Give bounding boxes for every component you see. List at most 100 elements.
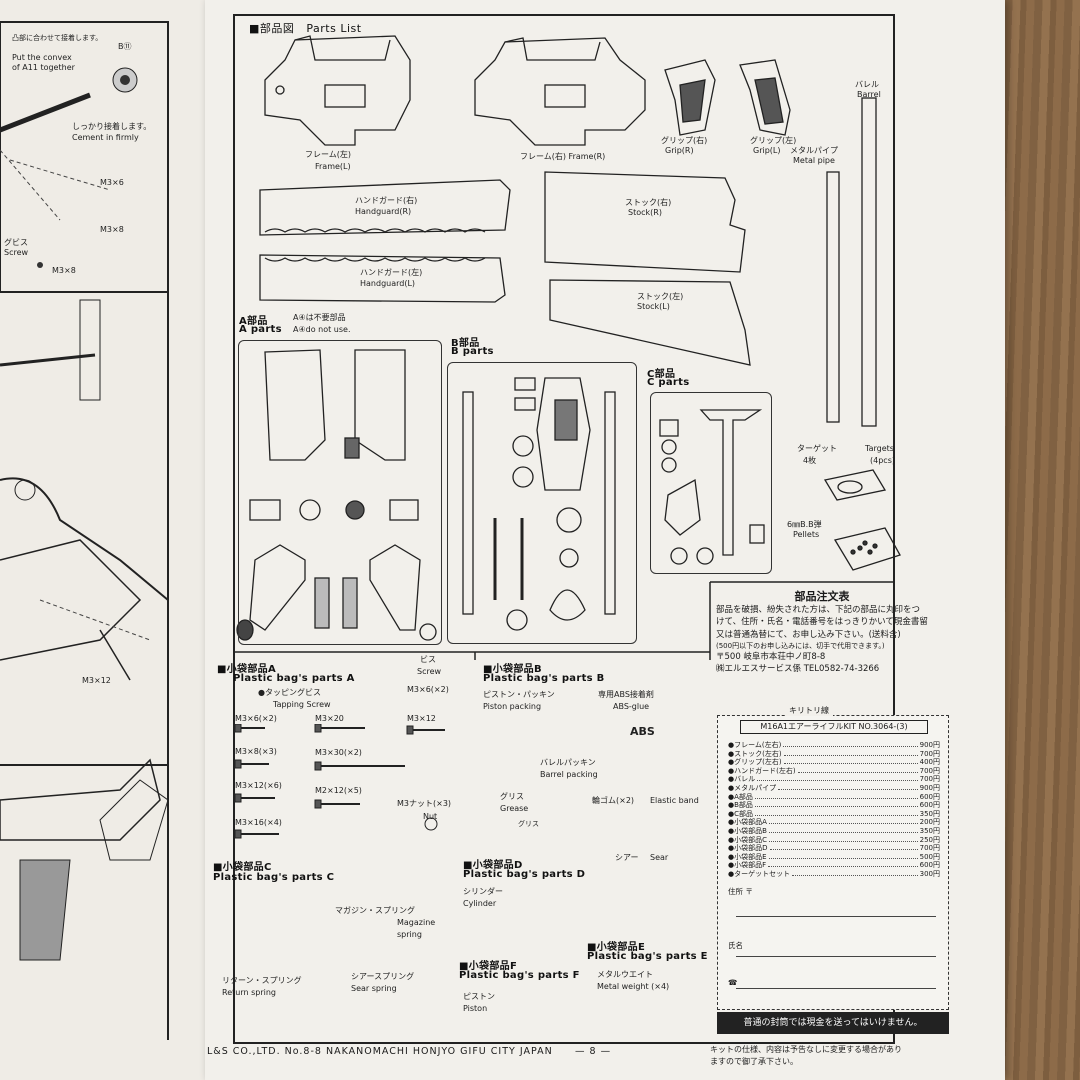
handguard-left-label-jp: ハンドガード(左): [360, 268, 423, 277]
order-coupon[interactable]: M16A1エアーライフルKIT NO.3064-(3) ●フレーム(左右)900…: [717, 715, 949, 1010]
grease-jp: グリス: [500, 792, 524, 801]
price-item-value: 700円: [919, 749, 940, 758]
grip-right-label-jp: グリップ(右): [661, 136, 708, 145]
price-row[interactable]: ●ストック(左右)700円: [728, 749, 940, 758]
order-address: 〒500 岐阜市本荘中ノ町8-8: [716, 652, 826, 663]
metal-pipe-label-en: Metal pipe: [793, 156, 835, 165]
price-leader-dots: [768, 860, 918, 868]
price-row[interactable]: ●グリップ(左右)400円: [728, 757, 940, 766]
price-row[interactable]: ●ハンドガード(左右)700円: [728, 766, 940, 775]
pellets-label-jp: 6㎜B.B弾: [787, 520, 822, 529]
address-line[interactable]: [736, 916, 936, 917]
left-note-en2: of A11 together: [12, 63, 75, 72]
handguard-right-label-en: Handguard(R): [355, 207, 412, 216]
nut-label-en: Nut: [423, 812, 438, 821]
price-row[interactable]: ●小袋部品C 250円: [728, 835, 940, 844]
name-line[interactable]: [736, 956, 936, 957]
screw-label-en: Screw: [417, 667, 442, 676]
footer-company: L&S CO.,LTD. No.8-8 NAKANOMACHI HONJYO G…: [207, 1046, 553, 1057]
elastic-band-jp: 輪ゴム(×2): [592, 796, 635, 805]
left-m3x8b: M3×8: [52, 266, 76, 275]
price-leader-dots: [754, 800, 918, 808]
b-parts-title-en: B parts: [451, 346, 494, 357]
magazine-spring-jp: マガジン・スプリング: [335, 906, 415, 915]
left-part-b11: B⑪: [118, 42, 132, 51]
targets-label-en: Targets: [865, 444, 894, 453]
piston-jp: ピストン: [463, 992, 495, 1001]
a-parts-title-en: A parts: [239, 324, 282, 335]
barrel-label-en: Barrel: [857, 90, 881, 99]
frame-left-label-jp: フレーム(左): [305, 150, 352, 159]
left-page-drawings: [0, 21, 169, 1040]
price-item-name: ●フレーム(左右): [728, 741, 782, 749]
frame-right-label: フレーム(右) Frame(R): [520, 152, 606, 161]
price-row[interactable]: ●C部品 350円: [728, 809, 940, 818]
bag-a-item-0: M3×6(×2): [235, 714, 277, 723]
price-leader-dots: [792, 869, 918, 876]
bag-f-title-en: Plastic bag's parts F: [459, 970, 580, 981]
piston-en: Piston: [463, 1004, 488, 1013]
page-title-jp: ■部品図: [249, 22, 295, 35]
kit-name-header: M16A1エアーライフルKIT NO.3064-(3): [740, 720, 928, 734]
tel-line[interactable]: [736, 988, 936, 989]
price-leader-dots: [754, 792, 918, 799]
bag-a-item-2: M3×6(×2): [407, 685, 449, 694]
cut-line-label: キリトリ線: [785, 705, 833, 716]
price-item-value: 250円: [919, 835, 940, 844]
price-leader-dots: [769, 835, 918, 842]
bag-a-item-1: M3×20: [315, 714, 344, 723]
bag-a-item-4: M3×8(×3): [235, 747, 277, 756]
price-item-value: 600円: [919, 801, 940, 810]
grip-left-label-en: Grip(L): [753, 146, 781, 155]
price-leader-dots: [768, 852, 918, 859]
footer-disclaimer-2: ますので御了承下さい。: [710, 1057, 798, 1066]
bag-c-title-jp: ■小袋部品C: [213, 862, 272, 873]
bag-a-screws: [235, 724, 445, 839]
magazine-spring-en2: spring: [397, 930, 422, 939]
page-title: ■部品図 Parts List: [249, 20, 362, 36]
cylinder-jp: シリンダー: [463, 887, 503, 896]
targets-count-en: (4pcs): [870, 456, 895, 465]
screw-label-jp: ビス: [420, 655, 436, 664]
tel-label: ☎: [728, 978, 738, 987]
bag-c-title-en: Plastic bag's parts C: [213, 872, 335, 883]
price-item-name: ●小袋部品F: [728, 861, 767, 870]
bag-d-title-jp: ■小袋部品D: [463, 860, 523, 871]
left-screw-jp: グビス: [4, 238, 28, 247]
bag-b-title-jp: ■小袋部品B: [483, 664, 542, 675]
left-m3x6: M3×6: [100, 178, 124, 187]
price-item-name: ●小袋部品E: [728, 852, 767, 861]
address-label: 住所 〒: [728, 887, 753, 896]
a-parts-sprue: [238, 340, 442, 645]
parts-list-page: ■部品図 Parts List: [205, 0, 1005, 1080]
tapping-screw-jp: ●タッピングビス: [258, 688, 321, 697]
c-parts-title-en: C parts: [647, 377, 690, 388]
price-item-value: 900円: [919, 784, 940, 792]
grease-en: Grease: [500, 804, 529, 813]
price-row[interactable]: ●フレーム(左右)900円: [728, 740, 940, 749]
price-item-name: ●小袋部品C: [728, 835, 767, 844]
bag-e-title-en: Plastic bag's parts E: [587, 951, 708, 962]
return-spring-jp: リターン・スプリング: [222, 976, 302, 985]
sear-en: Sear: [650, 853, 669, 862]
price-item-name: ●小袋部品D: [728, 844, 768, 853]
bag-a-item-3: M3×12: [407, 714, 436, 723]
price-leader-dots: [778, 783, 918, 790]
price-item-name: ●C部品: [728, 809, 753, 818]
order-body-text: 部品を破損、紛失された方は、下記の部品に丸印をつけて、住所・氏名・電話番号をはっ…: [716, 605, 928, 640]
bag-b-title-en: Plastic bag's parts B: [483, 673, 605, 684]
price-item-value: 700円: [919, 766, 940, 775]
price-item-value: 350円: [919, 809, 940, 818]
page-title-en: Parts List: [306, 22, 362, 35]
bag-a-title-en: Plastic bag's parts A: [233, 673, 355, 684]
